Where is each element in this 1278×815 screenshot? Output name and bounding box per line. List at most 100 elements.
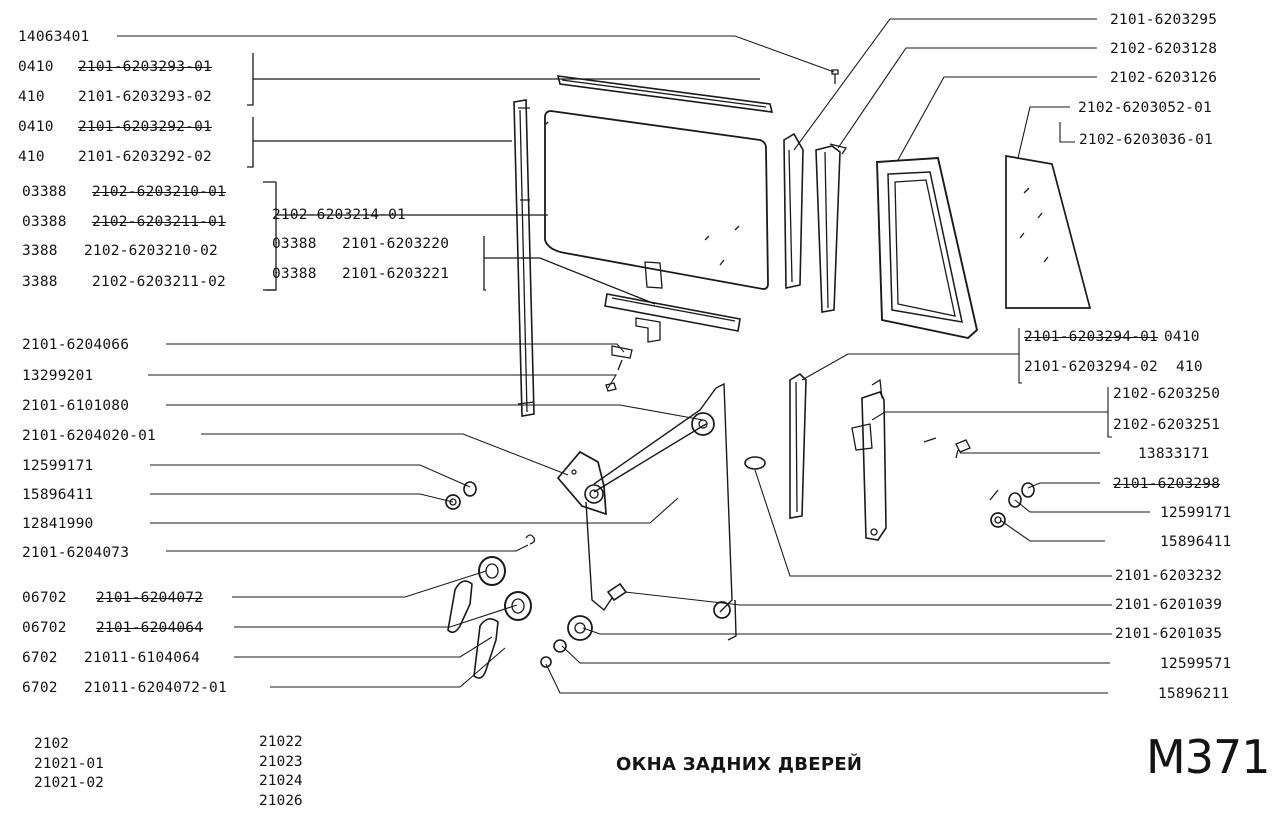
model-name: 21022 <box>259 734 303 750</box>
part-code: 2101-6203295 <box>1110 12 1218 28</box>
glass-clip <box>611 345 633 359</box>
part-code: 13299201 <box>22 368 94 384</box>
washer <box>463 481 1035 653</box>
part-code: 2101-6204073 <box>22 545 130 561</box>
part-code: 12599171 <box>1160 505 1232 521</box>
screw <box>955 439 971 459</box>
part-code: 2101-6203292-01 <box>78 119 212 135</box>
part-code: 15896211 <box>1158 686 1230 702</box>
window-regulator-mechanism <box>556 450 607 516</box>
part-code: 15896411 <box>1160 534 1232 550</box>
model-name: 21026 <box>259 792 303 809</box>
part-code: 12599571 <box>1160 656 1232 672</box>
quantity-prefix: 06702 <box>22 620 67 636</box>
center-channel-seal <box>815 143 848 313</box>
pointer-ticks <box>617 359 999 501</box>
part-code: 2101-6203298 <box>1113 476 1221 492</box>
part-code: 2101-6203293-02 <box>78 89 212 105</box>
part-code: 2101-6203294-01 <box>1024 329 1158 345</box>
part-number-label: 12599171 <box>1160 504 1231 522</box>
leader-lines-left <box>117 35 835 688</box>
model-name: 2102 <box>34 736 69 752</box>
part-number-label: 06702 2101-6204064 <box>22 619 203 637</box>
winder-handle <box>447 580 499 679</box>
screw <box>605 382 617 392</box>
cable-tensioner <box>606 582 628 602</box>
glass-upper-seal <box>556 75 774 113</box>
part-code: 21011-6204072-01 <box>84 680 227 696</box>
model-list-right: 21022 21023 21024 21026 <box>259 733 303 811</box>
left-glass-channel <box>513 99 535 417</box>
quantity-prefix: 03388 <box>22 184 67 200</box>
part-number-label: 2101-6204066 <box>22 336 129 354</box>
part-code: 14063401 <box>18 29 90 45</box>
part-code: 2101-6204020-01 <box>22 428 156 444</box>
quantity-prefix: 03388 <box>22 214 67 230</box>
model-name: 21021-01 <box>34 755 104 772</box>
part-code: 2101-6204064 <box>96 620 204 636</box>
part-code: 12599171 <box>22 458 94 474</box>
part-number-label: 13299201 <box>22 367 93 385</box>
part-number-label: 15896411 <box>22 486 93 504</box>
part-number-label: 2102-6203036-01 <box>1079 131 1213 149</box>
quantity-prefix: 06702 <box>22 590 67 606</box>
model-name: 21024 <box>259 773 303 789</box>
part-code: 2101-6201039 <box>1115 597 1223 613</box>
clip-spring <box>525 534 536 545</box>
part-number-label: 2101-6203295 <box>1110 11 1217 29</box>
regulator-cable <box>585 382 737 641</box>
lower-vertical-channel <box>789 372 807 519</box>
part-code: 2101-6101080 <box>22 398 130 414</box>
quantity-prefix: 6702 <box>22 650 58 666</box>
part-number-label: 2102-6203128 <box>1110 40 1217 58</box>
glass-holder-bracket <box>604 261 741 343</box>
part-code: 2102-6203214-01 <box>272 207 406 223</box>
part-number-label: 15896411 <box>1160 533 1231 551</box>
center-glass-channel <box>783 132 804 289</box>
part-number-label: 2101-6203298 <box>1113 475 1220 493</box>
part-code: 2102-6203036-01 <box>1079 132 1213 148</box>
quantity-suffix: 0410 <box>1163 329 1200 345</box>
leader-lines-right <box>545 18 1150 694</box>
part-number-label: 12599171 <box>22 457 93 475</box>
regulator-mounting-plate <box>851 378 887 541</box>
part-code: 2102-6203210-01 <box>92 184 226 200</box>
part-code: 2102-6203211-01 <box>92 214 226 230</box>
part-number-label: 2102-6203126 <box>1110 69 1217 87</box>
model-name: 21021-02 <box>34 775 104 791</box>
quantity-prefix: 6702 <box>22 680 58 696</box>
part-number-label: 2102-6203251 <box>1113 416 1220 434</box>
part-code: 2102-6203251 <box>1113 417 1221 433</box>
part-number-label: 2101-6203294-01 0410 <box>1024 328 1200 346</box>
part-number-label: 2101-6204020-01 <box>22 427 156 445</box>
quantity-prefix: 03388 <box>272 266 317 282</box>
vent-window-frame <box>876 156 979 340</box>
bolt <box>831 69 839 84</box>
quantity-prefix: 3388 <box>22 274 58 290</box>
left-brackets <box>247 53 760 305</box>
part-code: 2101-6201035 <box>1115 626 1223 642</box>
model-name: 21023 <box>259 753 303 770</box>
part-code: 2102-6203128 <box>1110 41 1218 57</box>
page-code: М371 <box>1146 730 1270 784</box>
part-code: 21011-6104064 <box>84 650 201 666</box>
part-code: 2101-6204066 <box>22 337 130 353</box>
diagram-title: ОКНА ЗАДНИХ ДВЕРЕЙ <box>616 754 863 775</box>
part-code: 13833171 <box>1138 446 1210 462</box>
part-number-label: 6702 21011-6104064 <box>22 649 200 667</box>
part-code: 2102-6203052-01 <box>1078 100 1212 116</box>
part-number-label: 03388 2102-6203211-01 <box>22 213 226 231</box>
part-code: 2101-6203293-01 <box>78 59 212 75</box>
part-number-label: 12841990 <box>22 515 93 533</box>
part-number-label: 2101-6204073 <box>22 544 129 562</box>
